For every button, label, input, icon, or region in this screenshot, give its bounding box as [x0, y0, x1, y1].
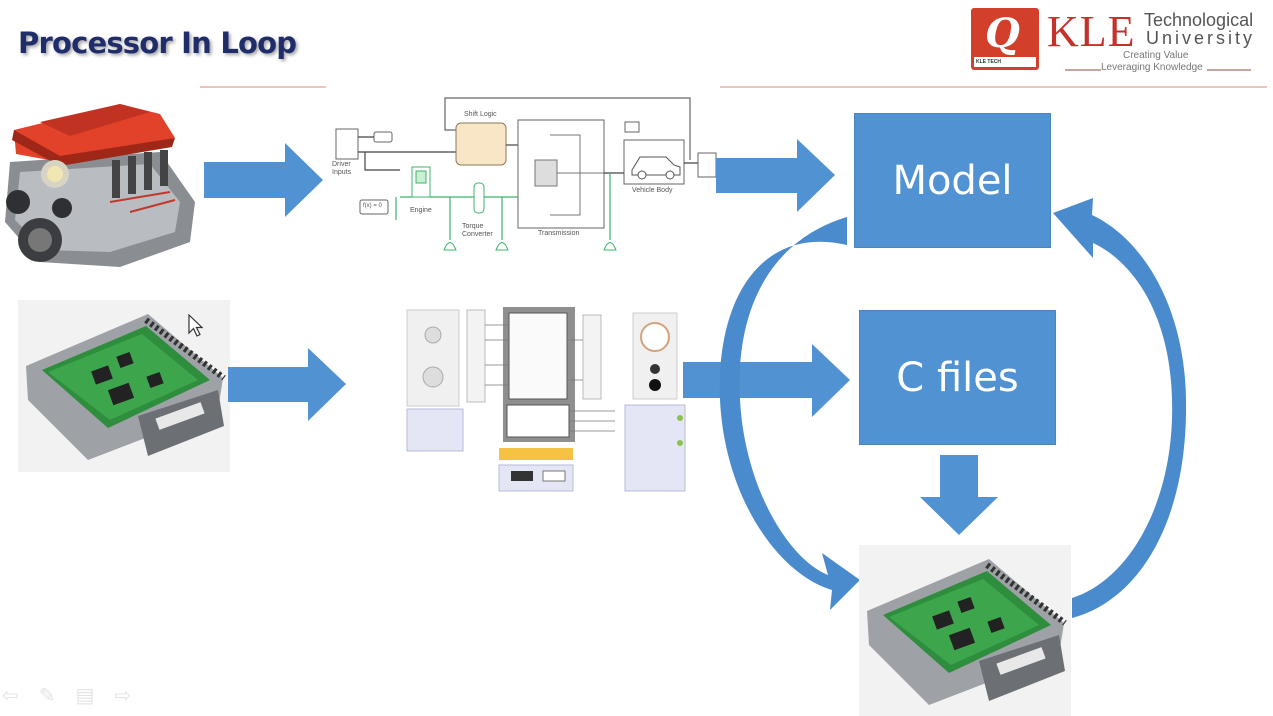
logo-technological: Technological [1144, 10, 1254, 30]
label-driver-inputs: Driver Inputs [332, 161, 352, 176]
logo-tagline-rule-right [1207, 69, 1251, 71]
arrow-cfiles-to-ecu [920, 455, 998, 535]
logo-university: University [1146, 28, 1256, 48]
model-box: Model [854, 113, 1051, 248]
title-divider-right [720, 86, 1267, 88]
mouse-cursor-icon [188, 313, 204, 343]
label-transmission: Transmission [538, 230, 580, 237]
engine-photo [0, 92, 205, 274]
logo-tagline-2: Leveraging Knowledge [1101, 62, 1203, 73]
label-shift-logic: Shift Logic [464, 111, 497, 118]
arrow-engine-to-model [204, 143, 323, 217]
arrow-ecu-to-dashboard [228, 348, 346, 421]
dashboard-model-diagram [405, 305, 690, 495]
label-vehicle-body: Vehicle Body [632, 187, 673, 194]
logo-tagline-rule-left [1065, 69, 1101, 71]
logo-mark-icon: Q KLE TECH [971, 8, 1039, 70]
slide-title: Processor In Loop [18, 26, 297, 60]
university-logo: Q KLE TECH KLE Technological University … [971, 7, 1267, 74]
back-arrow-icon[interactable]: ⇦ [2, 684, 19, 707]
forward-arrow-icon[interactable]: ⇨ [114, 684, 132, 707]
label-engine: Engine [410, 207, 432, 214]
arrow-dashboard-to-cfiles [683, 344, 850, 417]
arrow-model-to-ecu-curved [719, 217, 860, 610]
ecu-target-photo [859, 545, 1071, 716]
menu-icon[interactable]: ▤ [75, 684, 95, 707]
cfiles-box: C files [859, 310, 1056, 445]
logo-tagline-1: Creating Value [1123, 50, 1189, 61]
slideshow-toolbar: ⇦ ✎ ▤ ⇨ [2, 683, 152, 707]
simulink-vehicle-model: Driver Inputs Shift Logic Engine Torque … [330, 95, 720, 265]
label-fx: f(x) = 0 [363, 203, 382, 209]
ecu-photo [18, 300, 230, 472]
pen-icon[interactable]: ✎ [38, 684, 56, 707]
title-divider-left [200, 86, 326, 88]
logo-kle: KLE [1047, 7, 1136, 56]
arrow-simulink-to-model [716, 139, 835, 212]
arrow-ecu-to-model-curved [1053, 198, 1187, 618]
label-torque-converter: Torque Converter [462, 223, 493, 238]
